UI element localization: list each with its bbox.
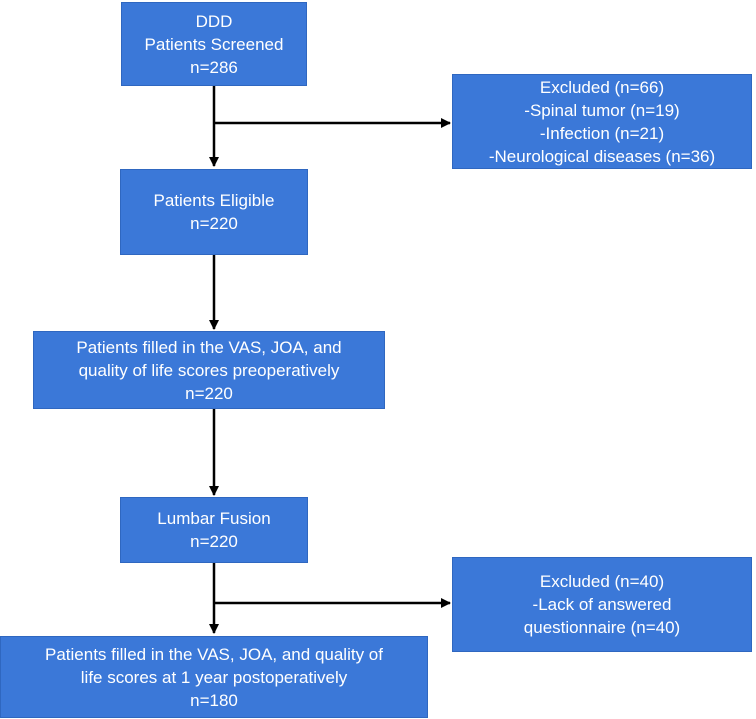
postop-line-1: Patients filled in the VAS, JOA, and qua…: [45, 644, 383, 664]
fusion-line-1: Lumbar Fusion: [157, 509, 271, 528]
screened-line-2: Patients Screened: [144, 34, 284, 54]
preop-line-3: n=220: [185, 383, 233, 403]
excluded-1-line-1: Excluded (n=66): [539, 77, 665, 97]
preop-line-2: quality of life scores preoperatively: [78, 360, 340, 380]
box-preoperative-scores: Patients filled in the VAS, JOA, and qua…: [33, 331, 385, 409]
preop-line-1: Patients filled in the VAS, JOA, and: [76, 337, 342, 357]
box-patients-eligible: Patients Eligible n=220: [120, 169, 308, 255]
box-excluded-1: Excluded (n=66) -Spinal tumor (n=19) -In…: [452, 74, 752, 169]
box-postoperative-scores: Patients filled in the VAS, JOA, and qua…: [0, 636, 428, 718]
excluded-1-line-2: -Spinal tumor (n=19): [524, 100, 680, 120]
screened-line-3: n=286: [190, 57, 238, 77]
excluded-2-line-1: Excluded (n=40): [539, 572, 665, 591]
excluded-1-line-3: -Infection (n=21): [539, 123, 665, 143]
postop-line-2: life scores at 1 year postoperatively: [80, 667, 348, 687]
screened-line-1: DDD: [195, 11, 233, 31]
fusion-line-2: n=220: [190, 532, 238, 551]
excluded-2-line-3: questionnaire (n=40): [523, 618, 681, 637]
eligible-line-1: Patients Eligible: [153, 191, 275, 210]
excluded-1-line-4: -Neurological diseases (n=36): [488, 146, 716, 166]
postop-line-3: n=180: [190, 690, 238, 710]
eligible-line-2: n=220: [190, 214, 238, 233]
box-excluded-2: Excluded (n=40) -Lack of answered questi…: [452, 557, 752, 652]
box-patients-screened: DDD Patients Screened n=286: [121, 2, 307, 86]
excluded-2-line-2: -Lack of answered: [532, 595, 672, 614]
box-lumbar-fusion: Lumbar Fusion n=220: [120, 497, 308, 563]
